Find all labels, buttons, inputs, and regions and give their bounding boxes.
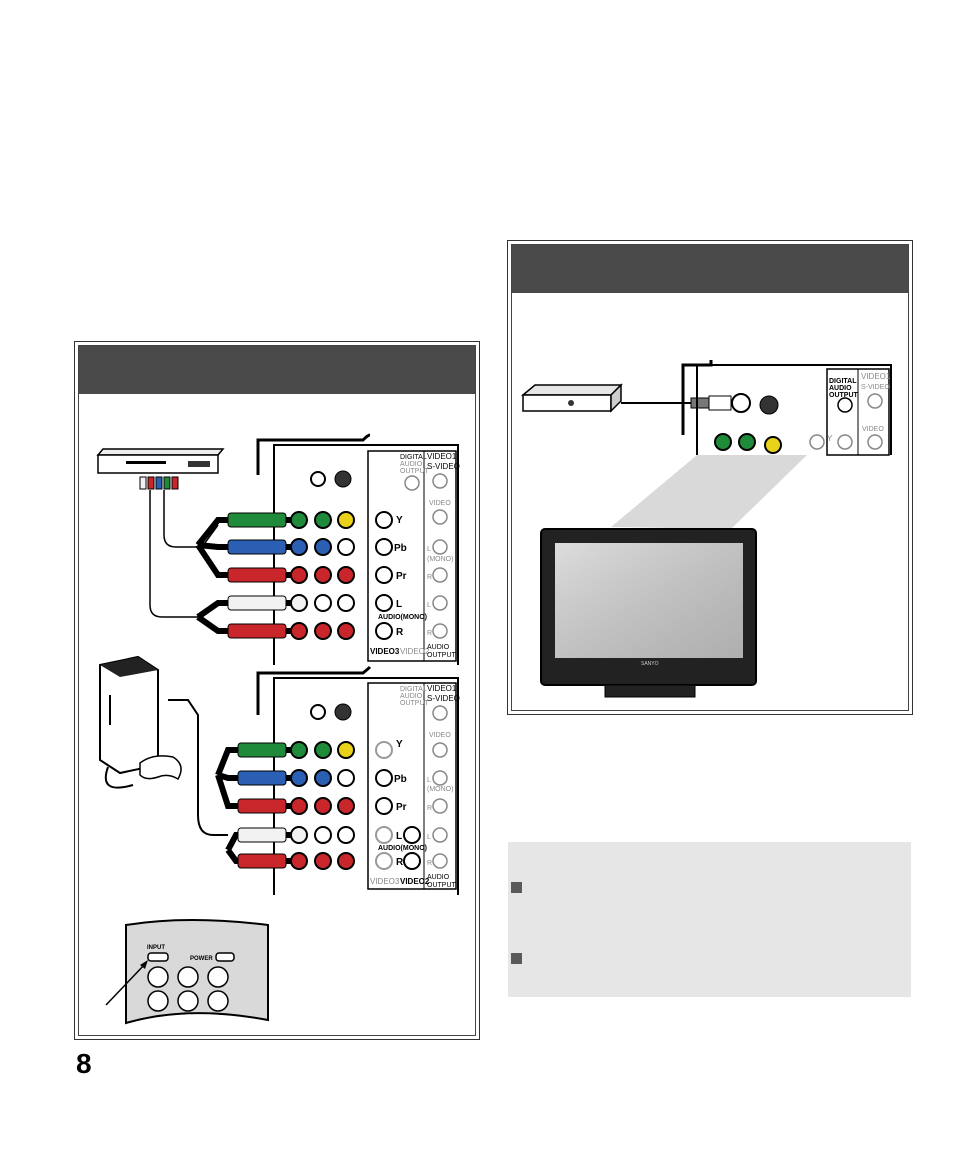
svg-text:AUDIO: AUDIO [427, 644, 450, 651]
svg-text:S-VIDEO: S-VIDEO [861, 384, 890, 391]
zoom-projection [611, 455, 807, 529]
tv-back-jack-labels: DIGITAL AUDIO OUTPUT VIDEO1 S-VIDEO VIDE… [827, 372, 891, 443]
dvd-player-icon [96, 448, 225, 474]
flat-screen-tv-icon: SANYO [540, 528, 757, 698]
svg-text:VIDEO2: VIDEO2 [400, 647, 430, 656]
svg-text:OUTPUT: OUTPUT [400, 468, 430, 475]
svg-text:Pr: Pr [396, 571, 407, 582]
page-number: 8 [76, 1048, 92, 1079]
svg-text:L: L [427, 546, 431, 553]
svg-text:(MONO): (MONO) [427, 786, 453, 793]
svg-text:VIDEO1: VIDEO1 [427, 684, 457, 693]
bullet-square-icon [511, 953, 522, 964]
right-connection-diagram: DIGITAL AUDIO OUTPUT VIDEO1 S-VIDEO VIDE… [520, 360, 892, 698]
note-box [508, 842, 911, 997]
svg-text:VIDEO1: VIDEO1 [427, 452, 457, 461]
right-panel-frame [511, 244, 909, 711]
svg-text:AUDIO(MONO): AUDIO(MONO) [378, 614, 427, 621]
svg-text:INPUT: INPUT [147, 945, 165, 951]
tv-input-jacks-bottom [375, 705, 448, 870]
jack-labels-top: DIGITAL AUDIO OUTPUT VIDEO1 S-VIDEO VIDE… [370, 452, 460, 659]
svg-text:R: R [427, 860, 432, 867]
svg-text:Y: Y [396, 515, 403, 526]
svg-text:AUDIO: AUDIO [400, 461, 423, 468]
cable-box-icon [520, 383, 623, 413]
svg-text:R: R [427, 574, 432, 581]
svg-text:R: R [396, 627, 404, 638]
tv-back-panel [681, 360, 892, 456]
svg-text:VIDEO3: VIDEO3 [370, 877, 400, 886]
left-panel-frame [78, 345, 476, 1036]
svg-text:R: R [427, 630, 432, 637]
svg-text:Pr: Pr [396, 802, 407, 813]
svg-text:AUDIO(MONO): AUDIO(MONO) [378, 845, 427, 852]
svg-text:DIGITAL: DIGITAL [400, 686, 427, 693]
left-panel-header-bar [78, 345, 476, 394]
svg-text:POWER: POWER [190, 956, 213, 962]
svg-text:VIDEO: VIDEO [429, 500, 451, 507]
svg-text:OUTPUT: OUTPUT [427, 882, 457, 889]
left-connection-diagram: DIGITAL AUDIO OUTPUT VIDEO1 S-VIDEO VIDE… [96, 433, 460, 1025]
svg-text:L: L [427, 602, 431, 609]
svg-text:AUDIO: AUDIO [400, 693, 423, 700]
svg-text:AUDIO: AUDIO [829, 385, 852, 392]
svg-text:Pb: Pb [394, 543, 407, 554]
svg-text:R: R [396, 857, 404, 868]
svg-text:VIDEO: VIDEO [429, 732, 451, 739]
remote-control-icon: INPUT POWER [105, 919, 269, 1025]
right-panel-header-bar [511, 244, 909, 293]
svg-text:L: L [396, 599, 402, 610]
svg-text:Y: Y [827, 434, 833, 443]
svg-text:L: L [427, 777, 431, 784]
dvd-rca-plugs-icon [139, 476, 179, 490]
component-cables-top [195, 511, 355, 640]
svg-text:DIGITAL: DIGITAL [829, 378, 857, 385]
svg-text:VIDEO3: VIDEO3 [370, 647, 400, 656]
svg-text:R: R [427, 805, 432, 812]
svg-text:L: L [427, 834, 431, 841]
svg-text:S-VIDEO: S-VIDEO [427, 694, 460, 703]
svg-text:OUTPUT: OUTPUT [829, 392, 859, 399]
svg-text:OUTPUT: OUTPUT [400, 700, 430, 707]
svg-text:DIGITAL: DIGITAL [400, 454, 427, 461]
svg-text:VIDEO1: VIDEO1 [861, 372, 891, 381]
svg-text:(MONO): (MONO) [427, 556, 453, 563]
svg-text:SANYO: SANYO [641, 661, 659, 667]
game-controller-icon [139, 755, 182, 781]
svg-text:Pb: Pb [394, 774, 407, 785]
svg-text:S-VIDEO: S-VIDEO [427, 462, 460, 471]
component-cables-bottom [215, 741, 355, 870]
jack-labels-bottom: DIGITAL AUDIO OUTPUT VIDEO1 S-VIDEO VIDE… [370, 684, 460, 889]
svg-text:VIDEO: VIDEO [862, 426, 884, 433]
svg-text:OUTPUT: OUTPUT [427, 652, 457, 659]
svg-text:L: L [396, 831, 402, 842]
svg-text:VIDEO2: VIDEO2 [400, 877, 430, 886]
svg-text:AUDIO: AUDIO [427, 874, 450, 881]
tv-input-jacks-top [375, 473, 448, 640]
bullet-square-icon [511, 882, 522, 893]
svg-text:Y: Y [396, 739, 403, 750]
